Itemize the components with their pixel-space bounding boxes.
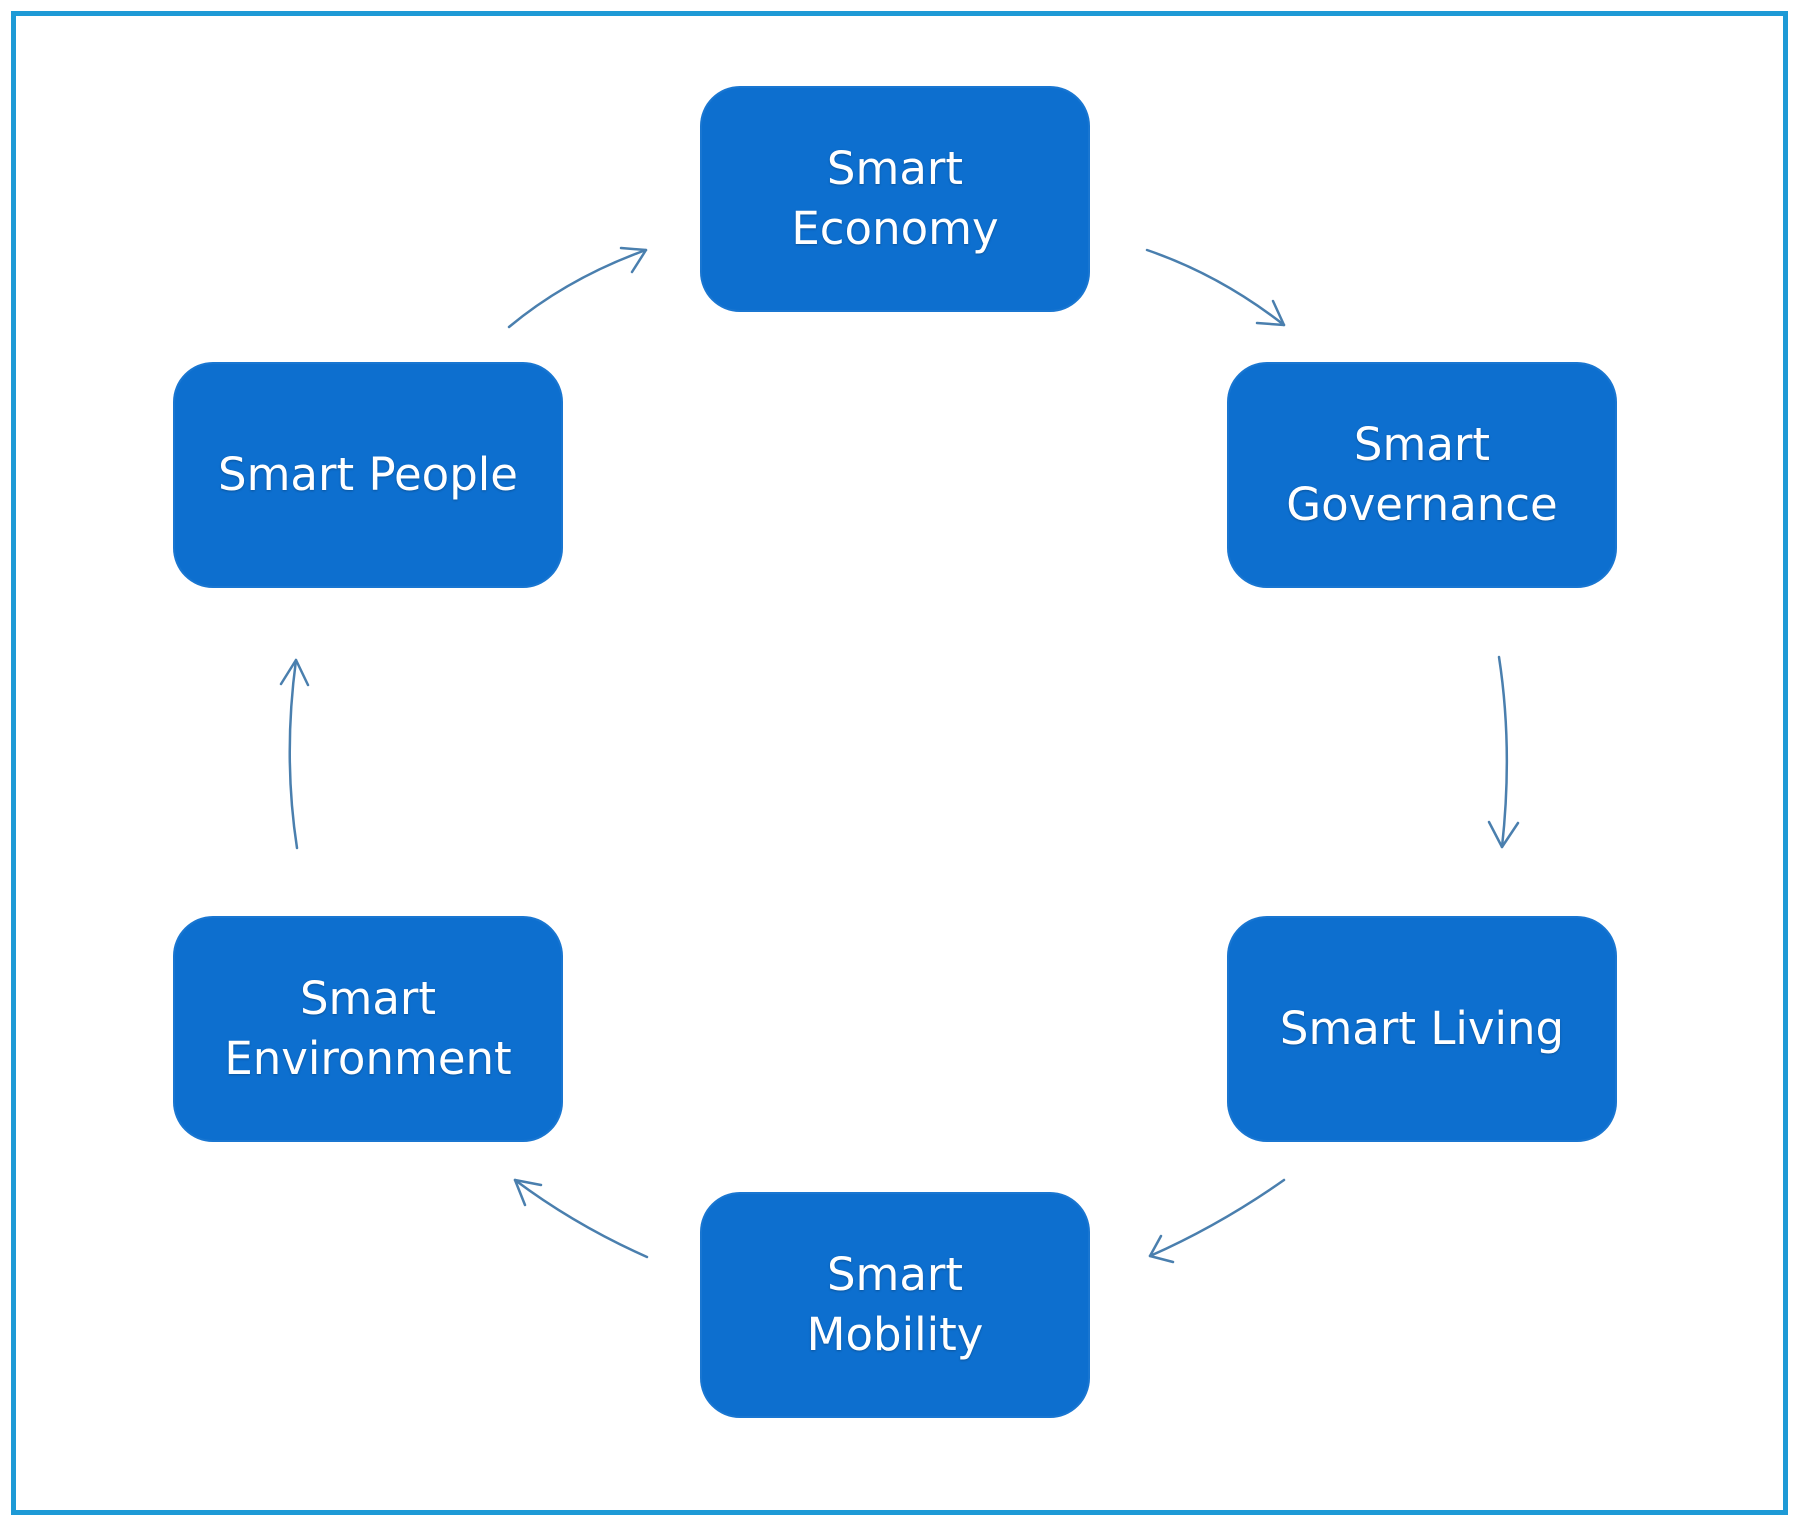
node-label-line: Smart xyxy=(826,1248,964,1301)
node-label-line: Environment xyxy=(224,1032,512,1085)
node-label-line: Governance xyxy=(1286,478,1558,531)
node-label-line: Smart xyxy=(299,972,437,1025)
node-smart-living: Smart Living xyxy=(1227,916,1617,1142)
node-label-line: Smart xyxy=(1353,418,1491,471)
node-label-line: Smart Living xyxy=(1279,1002,1565,1055)
node-label-line: Smart xyxy=(826,142,964,195)
node-smart-governance: Smart Governance xyxy=(1227,362,1617,588)
node-label-line: Mobility xyxy=(806,1308,984,1361)
node-label-line: Economy xyxy=(791,202,999,255)
node-smart-economy: Smart Economy xyxy=(700,86,1090,312)
node-smart-mobility: Smart Mobility xyxy=(700,1192,1090,1418)
node-smart-environment: Smart Environment xyxy=(173,916,563,1142)
node-smart-people: Smart People xyxy=(173,362,563,588)
node-label-line: Smart People xyxy=(218,448,518,501)
